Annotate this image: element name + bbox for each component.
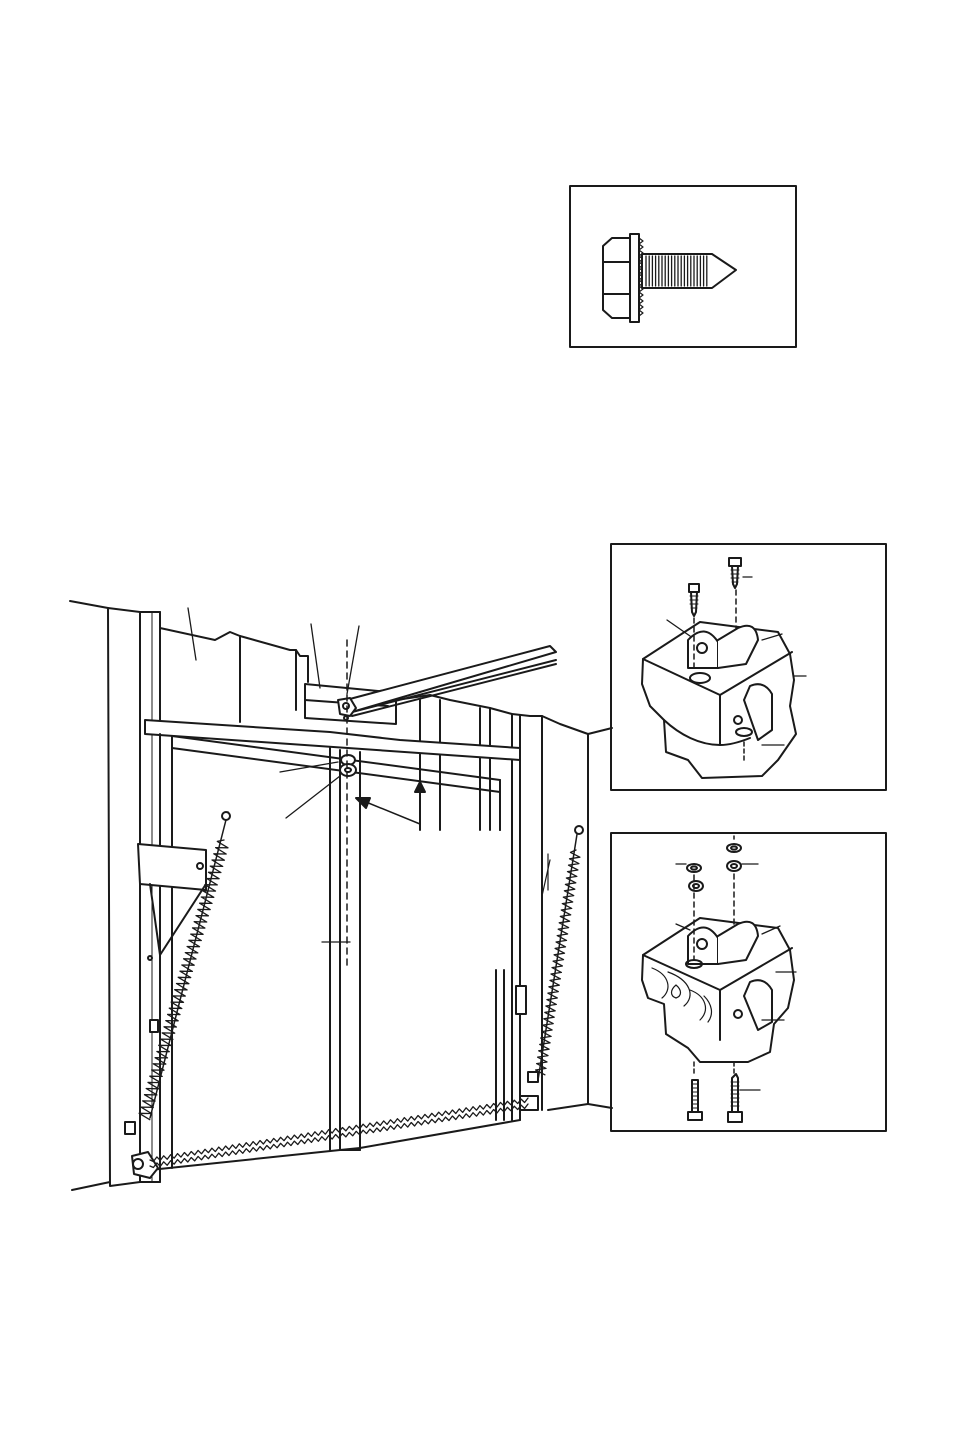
header-bracket-metal-icon [642,558,806,778]
metal-inset-screw-left [689,584,699,616]
wood-inset-nut-right [727,844,741,871]
header-bracket-wood-icon [642,836,796,1122]
wood-inset-bolt-left [688,1080,702,1120]
wood-header-mount-inset [611,833,886,1131]
door-bracket-icon [340,755,356,776]
garage-door-header-installation-icon [70,601,612,1190]
screw-inset [570,186,796,347]
metal-inset-screw-right [729,558,741,588]
wood-inset-nut-left [687,864,703,891]
metal-header-mount-inset [611,544,886,790]
wood-inset-lag-right [728,1074,742,1122]
hex-head-self-tapping-screw-icon [603,234,736,322]
